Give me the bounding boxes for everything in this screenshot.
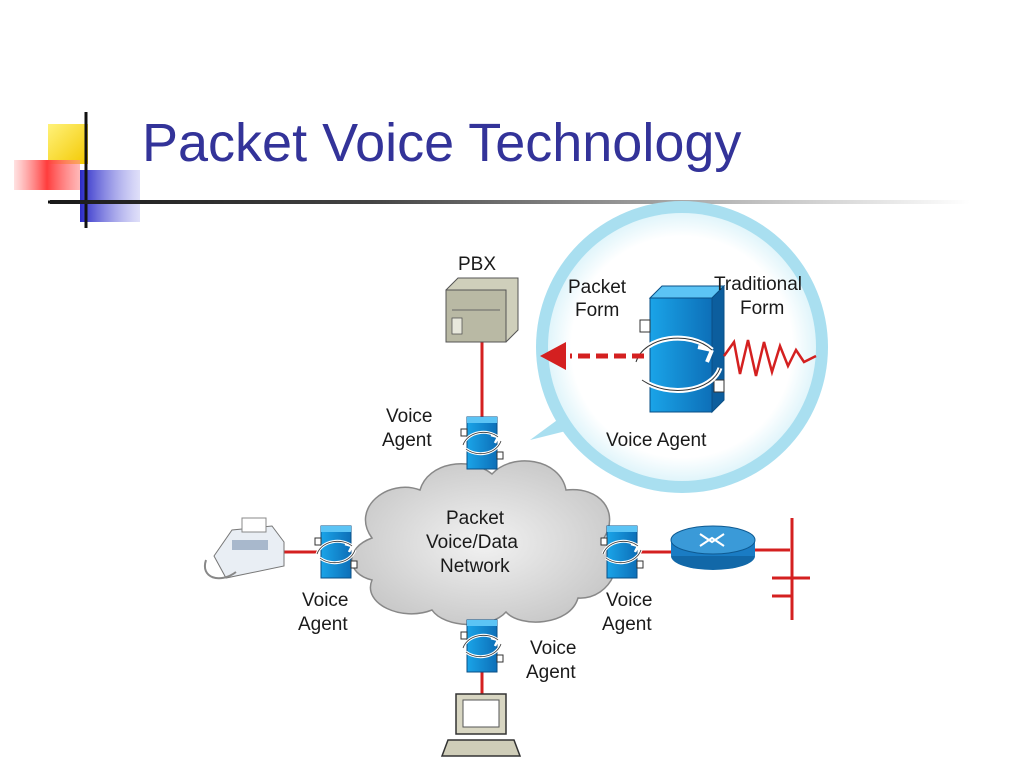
red-square [14, 160, 80, 190]
packet-arrow-head [540, 342, 566, 370]
voice-agent-bottom-label-line1: Voice [530, 638, 576, 659]
voice-agent-bottom-icon [459, 618, 505, 674]
callout-traditional-form-line1: Traditional [714, 274, 802, 295]
slide-title: Packet Voice Technology [142, 113, 742, 173]
traditional-waveform [722, 338, 817, 377]
red-links [282, 342, 810, 694]
blue-square [80, 170, 140, 222]
voice-agent-right-label-line1: Voice [606, 590, 652, 611]
callout-packet-form-line2: Form [575, 300, 619, 321]
callout-traditional-form-line2: Form [740, 298, 784, 319]
voice-agent-top-label-line1: Voice [386, 406, 432, 427]
voice-agent-right-icon [599, 524, 645, 580]
callout-voice-agent-label: Voice Agent [606, 430, 707, 451]
voice-agent-top-label-line2: Agent [382, 430, 432, 451]
fax-machine-icon [203, 517, 285, 580]
title-underline [50, 200, 970, 204]
voice-agent-left-icon [313, 524, 359, 580]
cloud-label-line2: Voice/Data [426, 532, 518, 553]
voice-agent-left-label-line1: Voice [302, 590, 348, 611]
callout-voice-agent-icon [633, 284, 726, 414]
callout-packet-form-line1: Packet [568, 277, 627, 298]
voice-agent-right-label-line2: Agent [602, 614, 652, 635]
pbx-icon [445, 277, 519, 343]
cloud-label-line1: Packet [446, 508, 505, 529]
router-icon [670, 525, 756, 570]
voice-agent-top-icon [459, 415, 505, 471]
cloud-label-line3: Network [440, 556, 510, 577]
computer-icon [440, 693, 522, 757]
pbx-label: PBX [458, 254, 496, 275]
voice-agent-left-label-line2: Agent [298, 614, 348, 635]
yellow-square [48, 124, 88, 164]
voice-agent-bottom-label-line2: Agent [526, 662, 576, 683]
